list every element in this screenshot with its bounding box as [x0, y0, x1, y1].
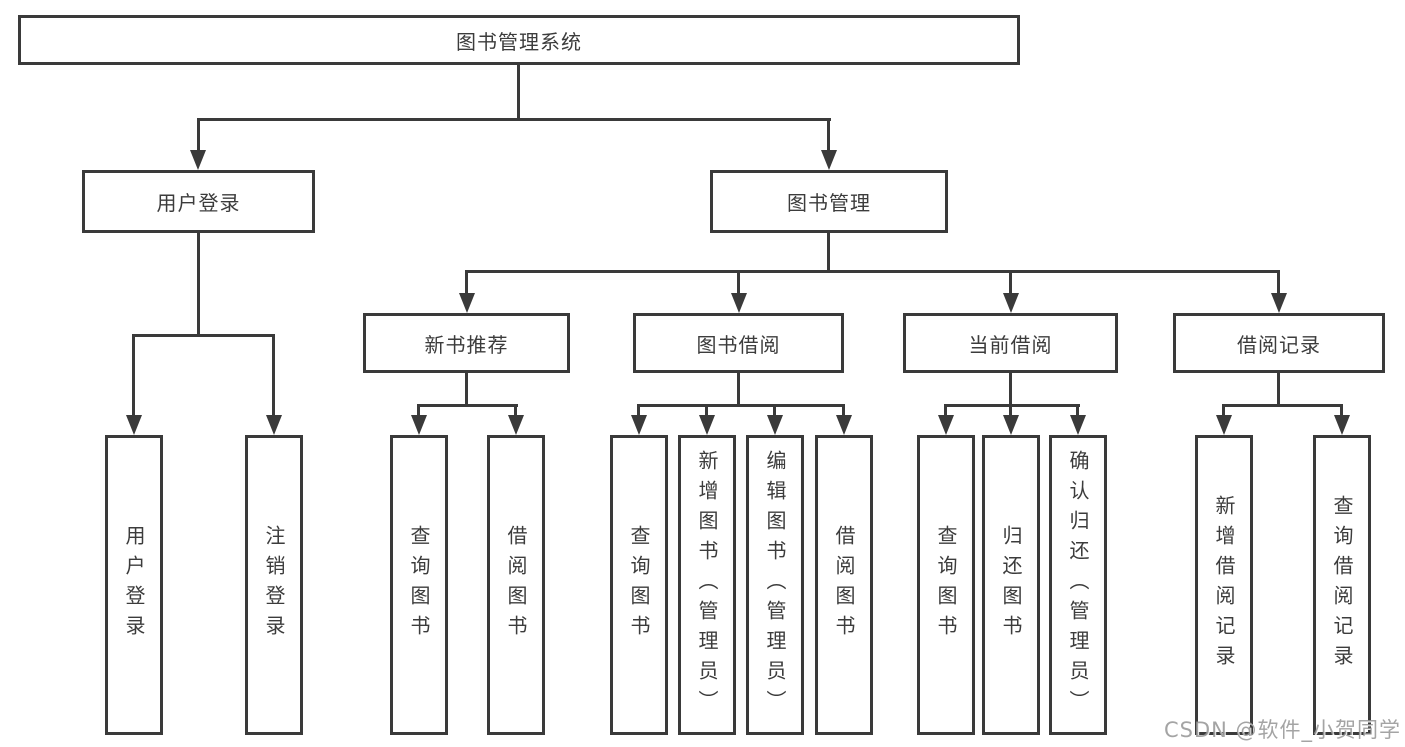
connector-leaf-stem: [637, 404, 640, 417]
connector-book-mgmt-down: [827, 233, 830, 272]
connector-leaf-stem: [1076, 404, 1079, 417]
connector-leaf-stem: [1340, 404, 1343, 417]
connector-leaf-stem: [272, 334, 275, 417]
arrow-down-icon: [631, 415, 647, 435]
connector-records-hbar: [1222, 404, 1343, 407]
connector-book-mgmt-hbar: [465, 270, 1279, 273]
leaf-edit-books-admin: 编辑图书（管理员）: [746, 435, 804, 735]
arrow-down-icon: [699, 415, 715, 435]
connector-l3-stem: [737, 270, 740, 295]
node-library-management-system: 图书管理系统: [18, 15, 1020, 65]
leaf-add-borrow-record: 新增借阅记录: [1195, 435, 1253, 735]
node-book-management: 图书管理: [710, 170, 948, 233]
connector-borrowing-down: [737, 373, 740, 407]
connector-leaf-stem: [132, 334, 135, 417]
arrow-down-icon: [190, 150, 206, 170]
leaf-add-books-admin: 新增图书（管理员）: [678, 435, 736, 735]
connector-l3-stem: [1277, 270, 1280, 295]
node-label: 查询借阅记录: [1330, 495, 1354, 675]
connector-leaf-stem: [705, 404, 708, 417]
connector-user-login-down: [197, 233, 200, 337]
node-label: 新书推荐: [424, 332, 509, 357]
leaf-borrow-books-recommend: 借阅图书: [487, 435, 545, 735]
leaf-query-borrow-record: 查询借阅记录: [1313, 435, 1371, 735]
connector-leaf-stem: [514, 404, 517, 417]
node-current-borrowing: 当前借阅: [903, 313, 1118, 373]
arrow-down-icon: [731, 293, 747, 313]
connector-current-hbar: [944, 404, 1080, 407]
node-label: 图书借阅: [696, 332, 781, 357]
connector-borrowing-hbar: [637, 404, 845, 407]
node-label: 图书管理: [787, 191, 871, 215]
connector-leaf-stem: [944, 404, 947, 417]
connector-root-stem: [517, 65, 520, 120]
leaf-borrow-books: 借阅图书: [815, 435, 873, 735]
leaf-query-books-recommend: 查询图书: [390, 435, 448, 735]
leaf-return-books: 归还图书: [982, 435, 1040, 735]
node-label: 用户登录: [122, 525, 146, 645]
leaf-logout: 注销登录: [245, 435, 303, 735]
connector-l3-stem: [1009, 270, 1012, 295]
node-label: 借阅记录: [1237, 332, 1321, 357]
arrow-down-icon: [126, 415, 142, 435]
node-label: 查询图书: [407, 525, 431, 645]
arrow-down-icon: [767, 415, 783, 435]
node-label: 查询图书: [934, 525, 958, 645]
node-label: 借阅图书: [504, 525, 528, 645]
connector-leaf-stem: [1009, 404, 1012, 417]
node-borrowing-records: 借阅记录: [1173, 313, 1385, 373]
connector-l3-stem: [465, 270, 468, 295]
node-label: 借阅图书: [832, 525, 856, 645]
arrow-down-icon: [1216, 415, 1232, 435]
node-label: 图书管理系统: [456, 29, 582, 54]
connector-current-down: [1009, 373, 1012, 407]
node-new-book-recommendation: 新书推荐: [363, 313, 570, 373]
arrow-down-icon: [459, 293, 475, 313]
csdn-watermark: CSDN @软件_小贺同学: [1164, 718, 1402, 742]
leaf-query-books-borrowing: 查询图书: [610, 435, 668, 735]
connector-root-hbar: [197, 118, 831, 121]
connector-leaf-stem: [417, 404, 420, 417]
node-book-borrowing: 图书借阅: [633, 313, 844, 373]
node-user-login: 用户登录: [82, 170, 315, 233]
leaf-confirm-return-admin: 确认归还（管理员）: [1049, 435, 1107, 735]
arrow-down-icon: [411, 415, 427, 435]
leaf-query-books-current: 查询图书: [917, 435, 975, 735]
connector-recommend-down: [465, 373, 468, 407]
connector-records-down: [1277, 373, 1280, 407]
arrow-down-icon: [836, 415, 852, 435]
connector-recommend-hbar: [417, 404, 518, 407]
connector-leaf-stem: [842, 404, 845, 417]
arrow-down-icon: [821, 150, 837, 170]
node-label: 归还图书: [999, 525, 1023, 645]
node-label: 确认归还（管理员）: [1066, 450, 1090, 720]
arrow-down-icon: [1003, 293, 1019, 313]
arrow-down-icon: [1334, 415, 1350, 435]
arrow-down-icon: [938, 415, 954, 435]
connector-book-mgmt-stem: [827, 118, 830, 152]
node-label: 用户登录: [156, 191, 241, 215]
arrow-down-icon: [266, 415, 282, 435]
node-label: 查询图书: [627, 525, 651, 645]
arrow-down-icon: [1003, 415, 1019, 435]
arrow-down-icon: [508, 415, 524, 435]
leaf-user-login: 用户登录: [105, 435, 163, 735]
node-label: 编辑图书（管理员）: [763, 450, 787, 720]
connector-user-login-hbar: [132, 334, 275, 337]
connector-leaf-stem: [1222, 404, 1225, 417]
node-label: 新增图书（管理员）: [695, 450, 719, 720]
arrow-down-icon: [1271, 293, 1287, 313]
connector-leaf-stem: [773, 404, 776, 417]
connector-user-login-stem: [197, 118, 200, 152]
node-label: 注销登录: [262, 525, 286, 645]
node-label: 新增借阅记录: [1212, 495, 1236, 675]
node-label: 当前借阅: [968, 332, 1053, 357]
arrow-down-icon: [1070, 415, 1086, 435]
